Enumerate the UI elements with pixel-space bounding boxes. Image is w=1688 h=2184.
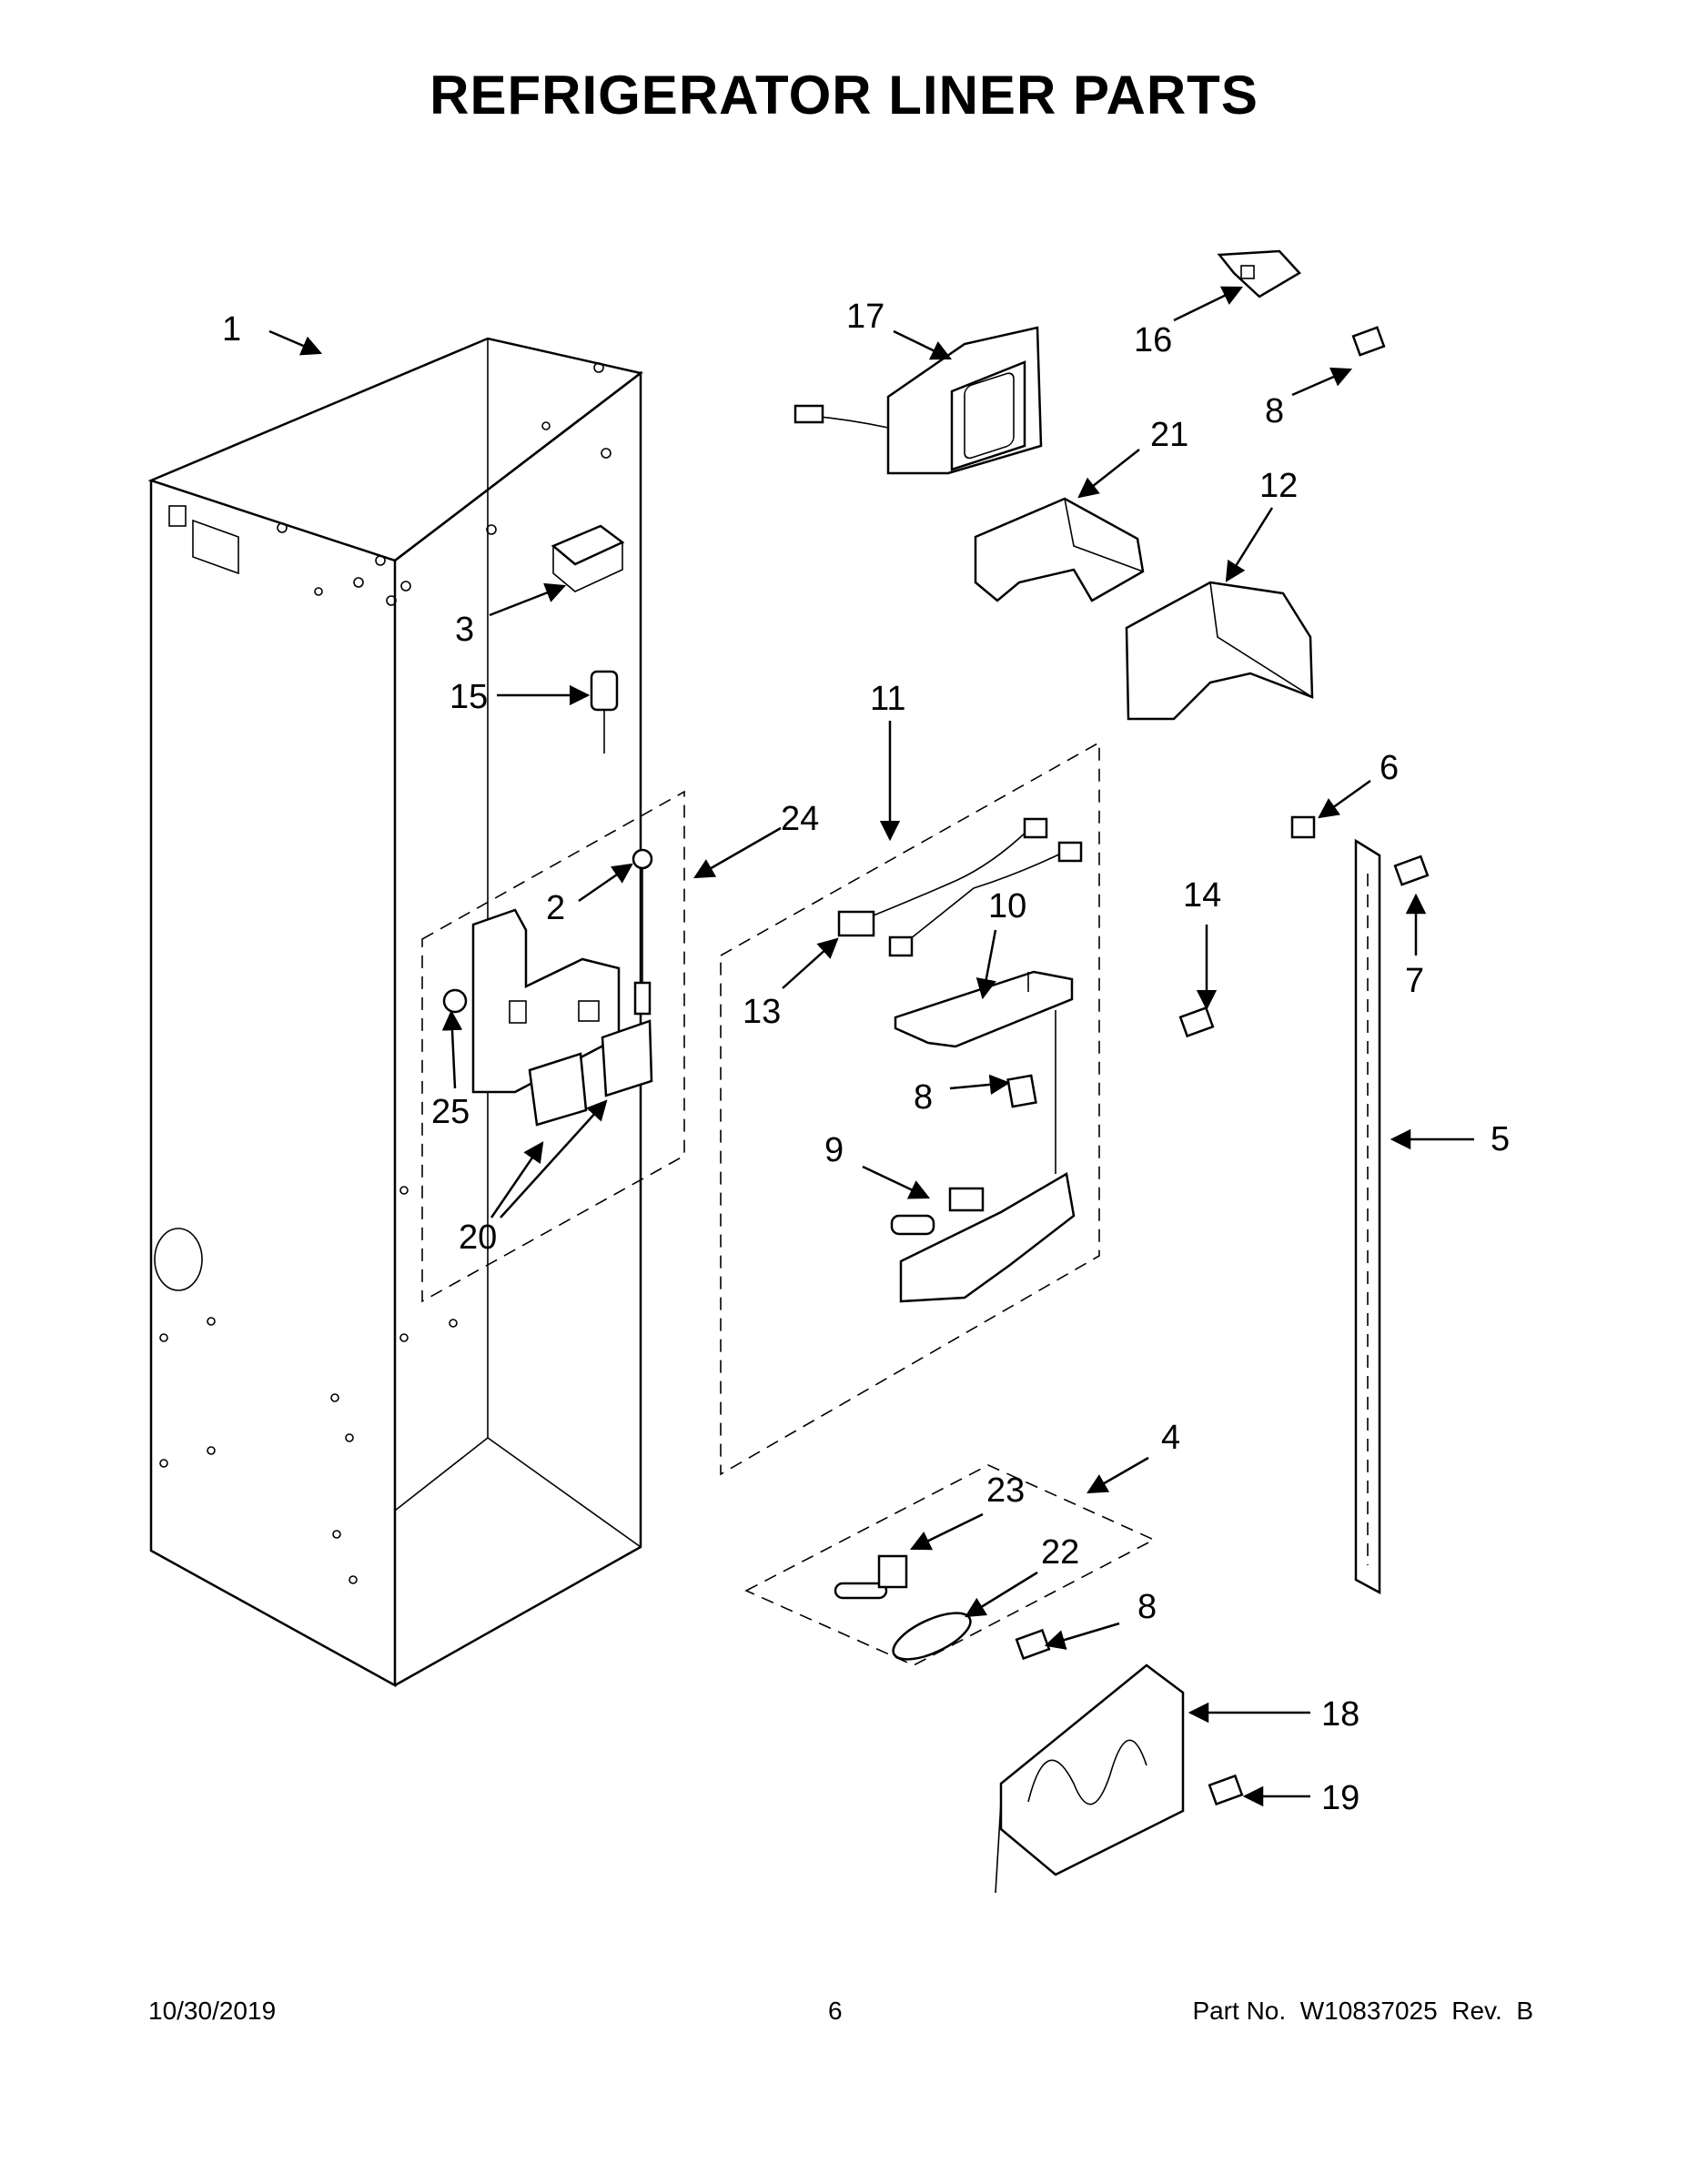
callout-arrows <box>268 286 1474 1807</box>
part-16-bracket <box>1217 249 1301 298</box>
refrigerator-liner-cabinet <box>147 337 643 1688</box>
part-5-shelf-rail <box>1354 838 1381 1595</box>
footer-page-number: 6 <box>828 1997 843 2025</box>
screw-icon <box>1006 326 1430 1806</box>
callout-22: 22 <box>1041 1533 1079 1572</box>
callout-2: 2 <box>546 889 565 927</box>
callout-4: 4 <box>1161 1419 1180 1457</box>
callout-25: 25 <box>431 1093 470 1131</box>
callout-20: 20 <box>459 1218 497 1257</box>
footer-date: 10/30/2019 <box>148 1997 277 2025</box>
callout-14: 14 <box>1183 876 1221 915</box>
callout-1: 1 <box>222 310 241 349</box>
part-6-clip <box>1290 815 1316 839</box>
housing-group-outline <box>720 741 1100 1476</box>
part-24-control-panel <box>442 848 653 1127</box>
footer-part-number: Part No. W10837025 Rev. B <box>1192 1997 1533 2025</box>
callout-19: 19 <box>1321 1779 1359 1817</box>
page-title: REFRIGERATOR LINER PARTS <box>430 65 1258 126</box>
callout-5: 5 <box>1491 1120 1510 1158</box>
callout-17: 17 <box>846 298 884 336</box>
part-18-heater-coil <box>995 1663 1185 1894</box>
callout-6: 6 <box>1380 749 1399 787</box>
callout-8: 8 <box>1137 1588 1157 1626</box>
part-15-connector <box>590 670 619 753</box>
part-10-mounting-bracket <box>894 970 1074 1048</box>
part-12-cover <box>1125 581 1314 721</box>
callout-16: 16 <box>1134 321 1172 359</box>
callout-labels: 1 17 16 8 21 12 3 15 11 24 6 2 14 10 7 1… <box>222 298 1510 1817</box>
callout-8: 8 <box>1265 392 1284 430</box>
part-9-sensor-housing <box>890 1010 1076 1303</box>
part-22-sensor-cover <box>892 1612 972 1661</box>
callout-15: 15 <box>450 678 488 716</box>
part-21-cover <box>974 497 1145 602</box>
part-17-light-housing <box>793 326 1043 475</box>
callout-24: 24 <box>781 800 819 838</box>
callout-23: 23 <box>986 1471 1025 1510</box>
part-23-thermistor <box>834 1554 908 1600</box>
part-11-wire-harness <box>837 817 1083 957</box>
callout-21: 21 <box>1150 416 1188 454</box>
sensor-group-outline <box>744 1464 1156 1666</box>
callout-11: 11 <box>870 680 905 718</box>
callout-3: 3 <box>455 611 474 649</box>
callout-9: 9 <box>824 1131 844 1169</box>
callout-18: 18 <box>1321 1695 1359 1734</box>
callout-7: 7 <box>1405 962 1424 1000</box>
callout-8: 8 <box>914 1078 933 1117</box>
callout-10: 10 <box>988 887 1026 925</box>
control-group-outline <box>421 790 685 1303</box>
callout-12: 12 <box>1259 467 1298 505</box>
callout-13: 13 <box>743 993 781 1031</box>
